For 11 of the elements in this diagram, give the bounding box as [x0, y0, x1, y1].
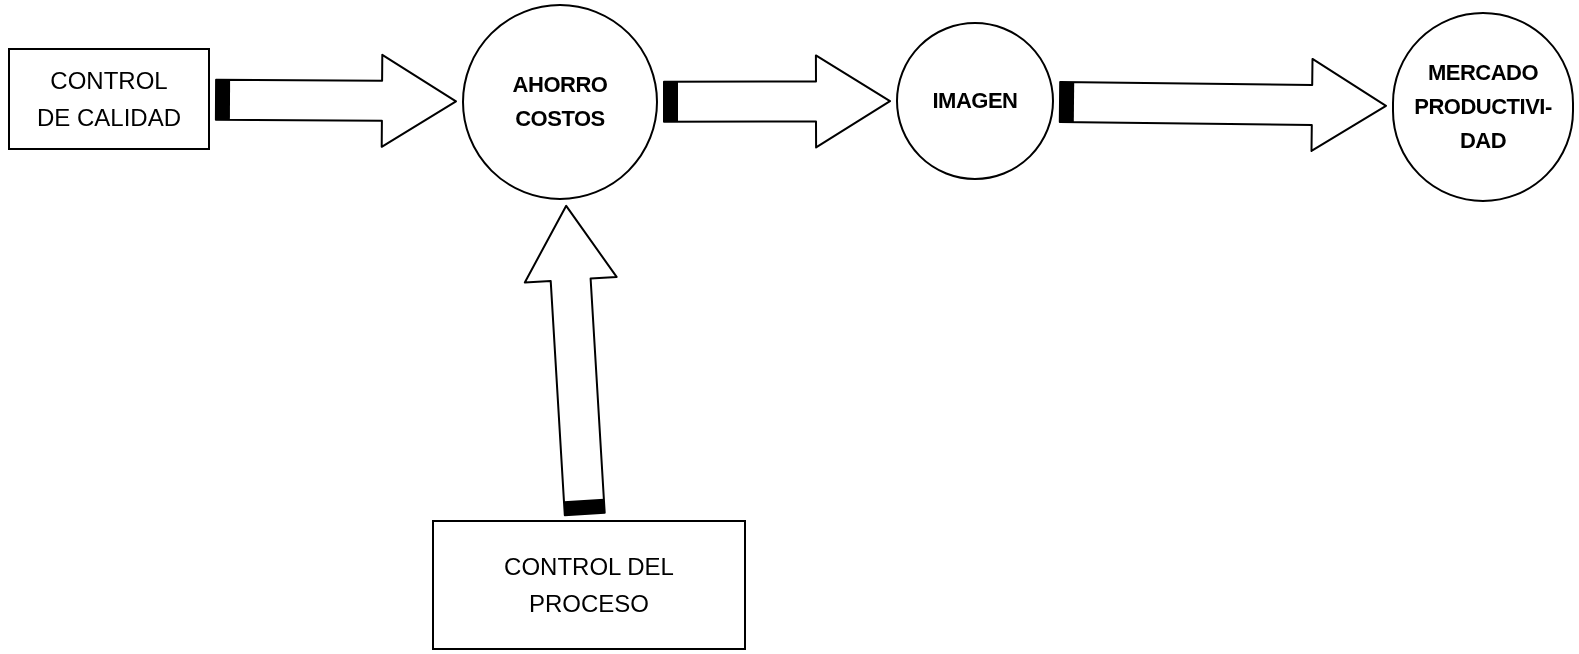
block-arrow	[214, 53, 457, 148]
node-label: CONTROL DEL PROCESO	[503, 551, 675, 619]
node-label: CONTROL DE CALIDAD	[35, 65, 182, 133]
node-label: AHORRO COSTOS	[511, 70, 609, 133]
node-label: MERCADO PRODUCTIVI- DAD	[1413, 58, 1553, 156]
node-label: IMAGEN	[931, 86, 1019, 115]
block-arrow	[523, 204, 618, 517]
process-box	[8, 48, 210, 150]
process-box	[432, 520, 746, 650]
block-arrow	[1058, 57, 1387, 152]
block-arrow	[663, 54, 891, 149]
